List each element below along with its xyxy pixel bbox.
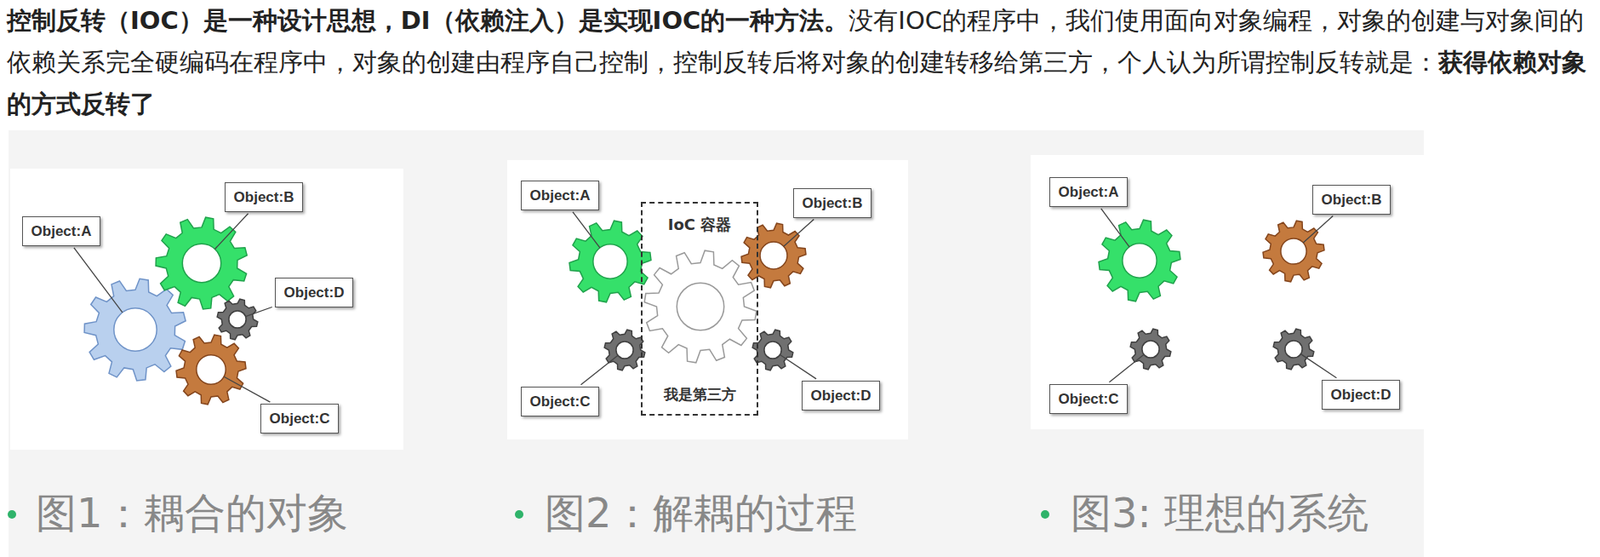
gear-hub <box>760 241 788 269</box>
gear-hub <box>1122 243 1157 278</box>
object-name: Object:B <box>802 194 863 212</box>
gear-body <box>752 329 794 371</box>
gear-body <box>1098 219 1181 302</box>
intro-paragraph: 控制反转（IOC）是一种设计思想，DI（依赖注入）是实现IOC的一种方法。没有I… <box>6 0 1594 126</box>
container-title: IoC 容器 <box>665 215 735 235</box>
object-name: Object:D <box>284 283 345 302</box>
gear-hub <box>228 310 246 328</box>
object-name: Object:C <box>269 409 331 428</box>
object-label: Object:A <box>1049 177 1129 207</box>
object-label: Object:B <box>1312 184 1392 215</box>
gear-body <box>217 298 258 340</box>
gear-icon <box>1130 328 1172 370</box>
gear-group <box>84 217 1325 405</box>
object-label: Object:D <box>801 380 881 411</box>
bullet-dot <box>7 509 17 519</box>
leader-line <box>783 219 814 247</box>
object-label: Object:C <box>520 386 600 417</box>
leader-line <box>1302 216 1333 243</box>
gear-hub <box>616 341 634 359</box>
object-label: Object:A <box>520 180 600 211</box>
gear-body <box>176 334 246 405</box>
gear-icon <box>741 222 806 288</box>
gear-body <box>569 220 652 303</box>
object-label: Object:C <box>260 403 340 434</box>
object-name: Object:A <box>31 222 92 240</box>
object-name: Object:D <box>1331 385 1392 404</box>
leader-line <box>245 307 272 317</box>
gear-body <box>604 329 646 371</box>
gear-hub <box>764 341 782 359</box>
object-label: Object:D <box>1321 379 1401 410</box>
figure-caption: 图1：耦合的对象 <box>35 486 349 538</box>
object-label: Object:D <box>274 277 355 308</box>
gear-body <box>84 278 186 381</box>
container-note: 我是第三方 <box>661 384 739 404</box>
figure-ground <box>10 168 404 450</box>
object-name: Object:B <box>234 188 295 206</box>
object-label: Object:A <box>22 216 102 246</box>
gear-hub <box>114 308 157 351</box>
gear-hub <box>1285 340 1303 358</box>
object-name: Object:C <box>1058 389 1120 408</box>
gear-icon <box>604 329 646 371</box>
figure-caption: 图2：解耦的过程 <box>544 486 858 538</box>
gear-body <box>1130 328 1172 370</box>
leader-line <box>581 354 619 384</box>
object-name: Object:A <box>1058 182 1120 201</box>
object-name: Object:A <box>530 186 591 205</box>
gear-icon <box>155 217 247 309</box>
gear-icon <box>1273 328 1315 370</box>
gear-hub <box>593 244 628 279</box>
leader-line <box>214 213 248 250</box>
bullet-dot <box>1040 509 1050 519</box>
leader-line <box>1108 354 1144 382</box>
gear-body <box>741 222 806 288</box>
gear-hub <box>182 243 221 282</box>
gear-hub <box>676 282 724 330</box>
bold-sentence: 控制反转（IOC）是一种设计思想，DI（依赖注入）是实现IOC的一种方法。 <box>6 5 849 35</box>
object-name: Object:B <box>1321 190 1383 209</box>
gear-icon <box>1262 220 1325 282</box>
gear-body <box>1262 220 1325 282</box>
gear-hub <box>1142 340 1160 358</box>
gear-body <box>155 217 247 309</box>
object-name: Object:D <box>811 386 872 405</box>
object-name: Object:C <box>530 392 591 411</box>
leader-line <box>223 376 270 402</box>
gear-icon <box>752 329 794 371</box>
leader-group <box>74 208 1337 402</box>
gear-hub <box>196 354 226 384</box>
figure-ground <box>507 160 909 440</box>
leader-line <box>779 354 817 379</box>
gear-hub <box>1280 238 1307 264</box>
leader-line <box>1101 208 1130 247</box>
leader-line <box>74 247 123 313</box>
gear-icon <box>644 250 757 363</box>
leader-line <box>572 211 600 248</box>
figure-caption: 图3: 理想的系统 <box>1070 486 1369 538</box>
figure-ground <box>1030 154 1424 429</box>
gear-icon <box>569 220 652 303</box>
bullet-dot <box>514 509 524 519</box>
gear-body <box>1273 328 1315 370</box>
panel-ground <box>8 130 1424 557</box>
container-box: IoC 容器我是第三方 <box>640 201 759 416</box>
leader-line <box>1300 354 1337 378</box>
gear-icon <box>217 298 258 340</box>
object-label: Object:B <box>793 188 873 218</box>
object-label: Object:B <box>224 182 304 212</box>
gear-icon <box>84 278 186 381</box>
object-label: Object:C <box>1049 383 1129 414</box>
gear-body <box>644 250 757 363</box>
gear-icon <box>176 334 246 405</box>
gear-icon <box>1098 219 1181 302</box>
